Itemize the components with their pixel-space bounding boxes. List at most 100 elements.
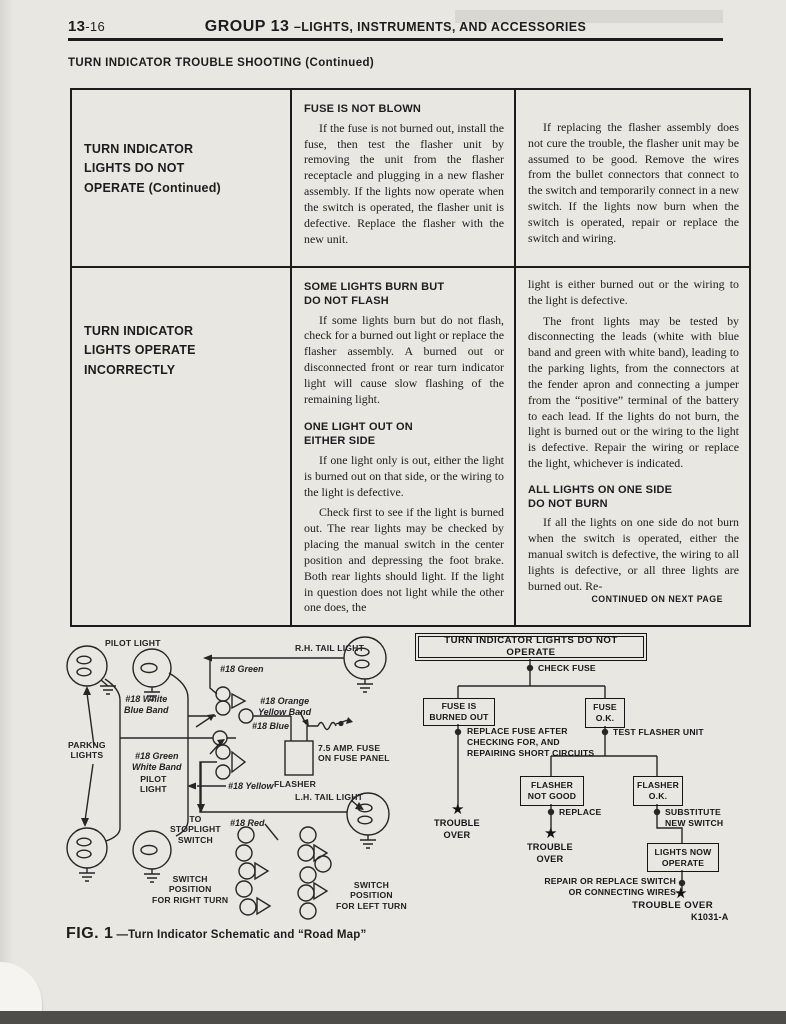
label-fuse: 7.5 AMP. FUSE ON FUSE PANEL <box>318 743 390 764</box>
wire-green-white <box>104 678 236 842</box>
label-stoplight-switch: TO STOPLIGHT SWITCH <box>170 814 221 845</box>
figure-code: K1031-A <box>691 912 729 922</box>
body-paragraph: If the fuse is not burned out, install t… <box>304 120 504 246</box>
symptom-heading: SOME LIGHTS BURN BUT DO NOT FLASH <box>304 281 445 307</box>
diagnosis-cell: SOME LIGHTS BURN BUT DO NOT FLASH If som… <box>290 265 516 628</box>
condition-text: TURN INDICATOR LIGHTS DO NOT OPERATE (Co… <box>84 142 221 195</box>
arrowhead <box>355 802 364 810</box>
arrowhead <box>207 714 215 721</box>
pilot-light-symbol <box>132 648 172 688</box>
figure-caption-text: —Turn Indicator Schematic and “Road Map” <box>116 929 367 941</box>
label-wire-green: #18 Green <box>220 664 264 674</box>
flow-bullet <box>653 808 661 816</box>
header-title: GROUP 13 –LIGHTS, INSTRUMENTS, AND ACCES… <box>68 18 723 36</box>
arrowhead <box>203 654 212 662</box>
label-wire-green-white: #18 Green White Band <box>132 751 182 772</box>
continued-note: CONTINUED ON NEXT PAGE <box>591 594 723 604</box>
label-pilot-light-bottom: PILOT LIGHT <box>140 774 167 795</box>
label-lh-tail-light: L.H. TAIL LIGHT <box>295 792 364 802</box>
ground-symbol <box>144 687 160 701</box>
page-number: 13-16 <box>68 18 105 35</box>
flow-bullet <box>601 728 609 736</box>
trouble-shooting-table: TURN INDICATOR LIGHTS DO NOT OPERATE (Co… <box>70 88 751 628</box>
label-parking-lights: PARKNG LIGHTS <box>68 740 106 761</box>
label-rh-tail-light: R.H. TAIL LIGHT <box>295 643 365 653</box>
label-switch-left-turn: SWITCH POSITION FOR LEFT TURN <box>336 880 407 911</box>
ground-symbol <box>360 835 376 849</box>
label-flasher: FLASHER <box>274 779 316 789</box>
header-rule <box>68 38 723 41</box>
flow-bullet <box>454 728 462 736</box>
flow-bullet <box>526 664 534 672</box>
ground-symbol <box>144 869 160 883</box>
label-switch-right-turn: SWITCH POSITION FOR RIGHT TURN <box>152 874 229 905</box>
schematic-line-art <box>66 636 686 920</box>
body-paragraph: Check first to see if the light is burne… <box>304 505 504 615</box>
arrowhead <box>83 686 91 695</box>
body-paragraph: If replacing the flasher assembly does n… <box>528 120 739 245</box>
flowchart-box-fuse-ok: FUSE O.K. <box>585 698 625 728</box>
flasher-box <box>284 740 314 776</box>
flowchart-root-box: TURN INDICATOR LIGHTS DO NOT OPERATE <box>415 633 647 661</box>
remedy-cell: If replacing the flasher assembly does n… <box>514 88 751 268</box>
flowchart-step-check-fuse: CHECK FUSE <box>538 663 596 673</box>
table-row: TURN INDICATOR LIGHTS OPERATE INCORRECTL… <box>70 265 751 628</box>
ground-symbol <box>100 679 116 695</box>
trouble-star-icon: ★ <box>451 801 465 818</box>
wire-red <box>264 823 279 841</box>
trouble-star-icon: ★ <box>674 885 688 902</box>
header-rest: –LIGHTS, INSTRUMENTS, AND ACCESSORIES <box>293 20 587 34</box>
label-pilot-light-top: PILOT LIGHT <box>105 638 161 648</box>
label-wire-yellow: #18 Yellow <box>228 781 274 791</box>
trouble-star-icon: ★ <box>544 825 558 842</box>
flowchart-step-replace: REPLACE <box>559 807 602 817</box>
flasher-leads <box>306 725 318 741</box>
body-paragraph: The front lights may be tested by discon… <box>528 313 739 471</box>
fuse-dot <box>338 720 344 727</box>
figure-caption: FIG. 1 —Turn Indicator Schematic and “Ro… <box>66 925 366 943</box>
symptom-heading: ALL LIGHTS ON ONE SIDE DO NOT BURN <box>528 483 673 510</box>
arrowhead <box>346 717 353 724</box>
label-wire-white-blue: #18 White Blue Band <box>124 694 169 715</box>
parking-light-symbol <box>66 827 108 869</box>
print-bleed-band <box>455 10 723 23</box>
remedy-cell: light is either burned out or the wiring… <box>514 265 751 628</box>
flowchart-step-substitute: SUBSTITUTE NEW SWITCH <box>665 807 724 829</box>
flowchart-step-replace-fuse: REPLACE FUSE AFTER CHECKING FOR, AND REP… <box>467 726 595 759</box>
flowchart-box-flasher-ok: FLASHER O.K. <box>633 776 683 806</box>
body-paragraph: If some lights burn but do not flash, ch… <box>304 312 504 406</box>
flowchart-step-repair-replace: REPAIR OR REPLACE SWITCH OR CONNECTING W… <box>544 876 676 898</box>
table-row: TURN INDICATOR LIGHTS DO NOT OPERATE (Co… <box>70 88 751 268</box>
flowchart-trouble-over: TROUBLE OVER <box>527 842 573 864</box>
scan-edge-band <box>0 1011 786 1024</box>
flowchart-trouble-over: TROUBLE OVER <box>632 900 714 911</box>
flow-bullet <box>547 808 555 816</box>
ground-symbol <box>357 679 373 693</box>
ground-symbol <box>79 868 95 882</box>
arrowhead <box>197 804 205 813</box>
symptom-heading: FUSE IS NOT BLOWN <box>304 103 422 115</box>
body-paragraph: If all the lights on one side do not bur… <box>528 515 739 593</box>
condition-cell: TURN INDICATOR LIGHTS OPERATE INCORRECTL… <box>70 265 292 628</box>
arrowhead <box>302 719 309 727</box>
flowchart-lines <box>457 659 683 891</box>
condition-cell: TURN INDICATOR LIGHTS DO NOT OPERATE (Co… <box>70 88 292 268</box>
page-number-major: 13 <box>68 18 86 35</box>
page-number-minor: -16 <box>85 19 105 34</box>
figure-turn-indicator: PILOT LIGHT R.H. TAIL LIGHT #18 Green #1… <box>60 628 740 928</box>
body-paragraph: light is either burned out or the wiring… <box>528 277 739 307</box>
pilot-light-symbol <box>132 830 172 870</box>
flowchart-box-flasher-not-good: FLASHER NOT GOOD <box>520 776 584 806</box>
label-wire-red: #18 Red <box>230 818 265 828</box>
wire-lh-tail <box>199 761 347 813</box>
condition-text: TURN INDICATOR LIGHTS OPERATE INCORRECTL… <box>84 324 196 377</box>
fuse-squiggle <box>317 719 349 731</box>
page-curl <box>0 962 42 1014</box>
label-wire-blue: #18 Blue <box>252 721 290 731</box>
flowchart-box-lights-now-operate: LIGHTS NOW OPERATE <box>647 843 719 872</box>
flow-bullet <box>678 879 686 887</box>
arrowhead <box>217 739 225 746</box>
symptom-heading: ONE LIGHT OUT ON EITHER SIDE <box>304 421 413 448</box>
flowchart-trouble-over: TROUBLE OVER <box>434 818 480 840</box>
